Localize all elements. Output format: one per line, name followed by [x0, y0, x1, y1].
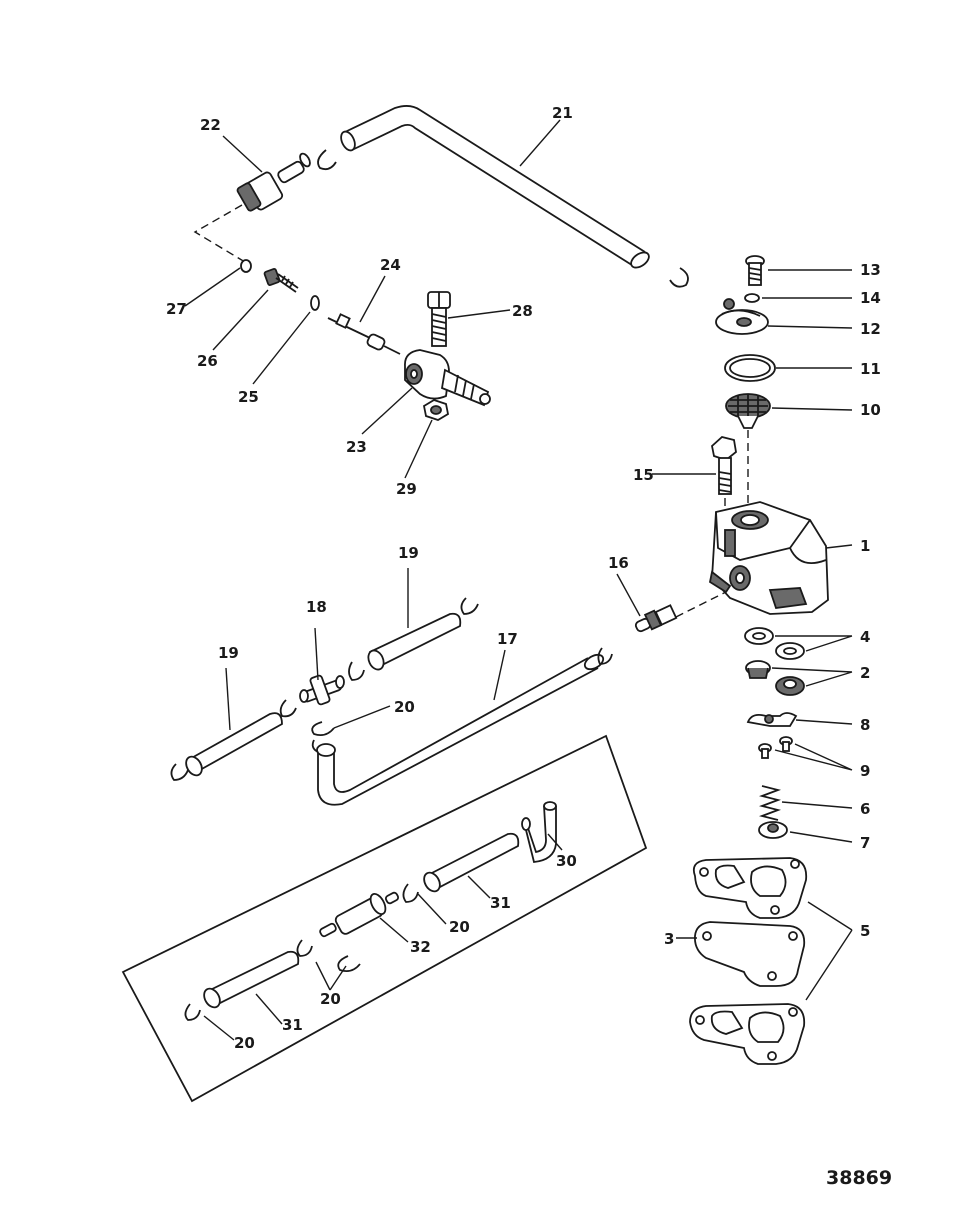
callout-31-upper: 31	[490, 894, 511, 912]
part-20-clip-upper	[311, 721, 335, 737]
callout-29: 29	[396, 480, 417, 498]
callout-20-kit-a: 20	[449, 918, 470, 936]
dashed-line-22-27	[193, 204, 246, 263]
part-19-upper-clamp-right	[460, 597, 479, 615]
part-17-hose	[316, 653, 605, 806]
part-17-clamp-left	[311, 739, 319, 753]
part-31-hose-upper	[423, 832, 520, 893]
part-22-fitting	[236, 152, 311, 212]
callout-20-kit-c: 20	[234, 1034, 255, 1052]
part-5-gasket-upper	[692, 857, 808, 919]
part-19-lower-clamp-left	[170, 763, 189, 781]
part-30-elbow	[521, 801, 557, 863]
part-31-hose-lower	[203, 950, 300, 1009]
callout-19-lower: 19	[218, 644, 239, 662]
callout-26: 26	[197, 352, 218, 370]
callout-24: 24	[380, 256, 401, 274]
callout-18: 18	[306, 598, 327, 616]
callout-1: 1	[860, 537, 870, 555]
part-20-clip-kit	[337, 955, 361, 973]
callout-2: 2	[860, 664, 870, 682]
callout-14: 14	[860, 289, 881, 307]
callout-20-kit-b: 20	[320, 990, 341, 1008]
callout-8: 8	[860, 716, 870, 734]
callout-25: 25	[238, 388, 259, 406]
part-15-bolt	[711, 436, 737, 495]
kit-frame	[121, 734, 648, 1103]
callout-3: 3	[664, 930, 674, 948]
callout-22: 22	[200, 116, 221, 134]
part-21-clamp-left	[317, 149, 337, 171]
callout-15: 15	[633, 466, 654, 484]
part-11-gasket-inner	[729, 358, 771, 378]
part-8-retainer	[746, 712, 798, 727]
part-7-seat	[758, 821, 788, 839]
callout-27: 27	[166, 300, 187, 318]
part-1-pump-body	[708, 501, 829, 615]
part-19-hose-upper	[367, 612, 462, 671]
callout-31-lower: 31	[282, 1016, 303, 1034]
callout-30: 30	[556, 852, 577, 870]
part-27-o-ring	[240, 259, 252, 273]
reference-number: 38869	[826, 1167, 892, 1189]
part-19-hose-lower	[185, 712, 283, 777]
part-4-washer-b-inner	[783, 647, 797, 655]
callout-13: 13	[860, 261, 881, 279]
part-13-screw	[745, 255, 765, 286]
part-3-plate	[694, 921, 806, 987]
part-29-nut	[422, 399, 450, 421]
part-25-o-ring	[310, 295, 320, 311]
callout-11: 11	[860, 360, 881, 378]
part-5-gasket-lower	[689, 1003, 806, 1065]
callout-28: 28	[512, 302, 533, 320]
part-19-upper-clamp-left	[348, 661, 365, 681]
callout-23: 23	[346, 438, 367, 456]
part-9-screw-b	[779, 736, 793, 752]
callout-32: 32	[410, 938, 431, 956]
callout-12: 12	[860, 320, 881, 338]
part-2-valve-b	[775, 676, 805, 696]
part-9-screw-a	[758, 743, 772, 759]
callout-16: 16	[608, 554, 629, 572]
part-14-washer	[744, 293, 760, 303]
part-12-cover	[715, 298, 769, 335]
part-19-lower-clamp-right	[279, 699, 297, 718]
callout-6: 6	[860, 800, 870, 818]
callout-17: 17	[497, 630, 518, 648]
part-26-fitting	[263, 268, 299, 293]
part-6-spring	[758, 785, 782, 821]
callout-5: 5	[860, 922, 870, 940]
part-21-clamp-right	[669, 267, 689, 288]
part-18-tee	[299, 674, 345, 706]
part-20-clamp-kit-b	[296, 939, 313, 957]
callout-7: 7	[860, 834, 870, 852]
part-28-bolt	[427, 291, 451, 347]
callout-21: 21	[552, 104, 573, 122]
callout-4: 4	[860, 628, 870, 646]
callout-10: 10	[860, 401, 881, 419]
leader-lines	[184, 119, 853, 1041]
callout-20-upper: 20	[394, 698, 415, 716]
part-21-hose	[340, 105, 650, 269]
callout-19-upper: 19	[398, 544, 419, 562]
part-2-valve-a	[745, 660, 771, 679]
part-16-nipple	[634, 604, 678, 633]
part-17-clamp-right	[597, 647, 613, 665]
part-24-needle	[327, 313, 401, 355]
part-32-filter	[319, 891, 400, 938]
part-4-washer-a-inner	[752, 632, 766, 640]
part-20-clamp-kit-a	[402, 883, 419, 903]
part-20-clamp-kit-c	[184, 1003, 201, 1021]
callout-9: 9	[860, 762, 870, 780]
part-10-filter	[725, 393, 771, 429]
part-23-fitting-body	[404, 349, 491, 407]
